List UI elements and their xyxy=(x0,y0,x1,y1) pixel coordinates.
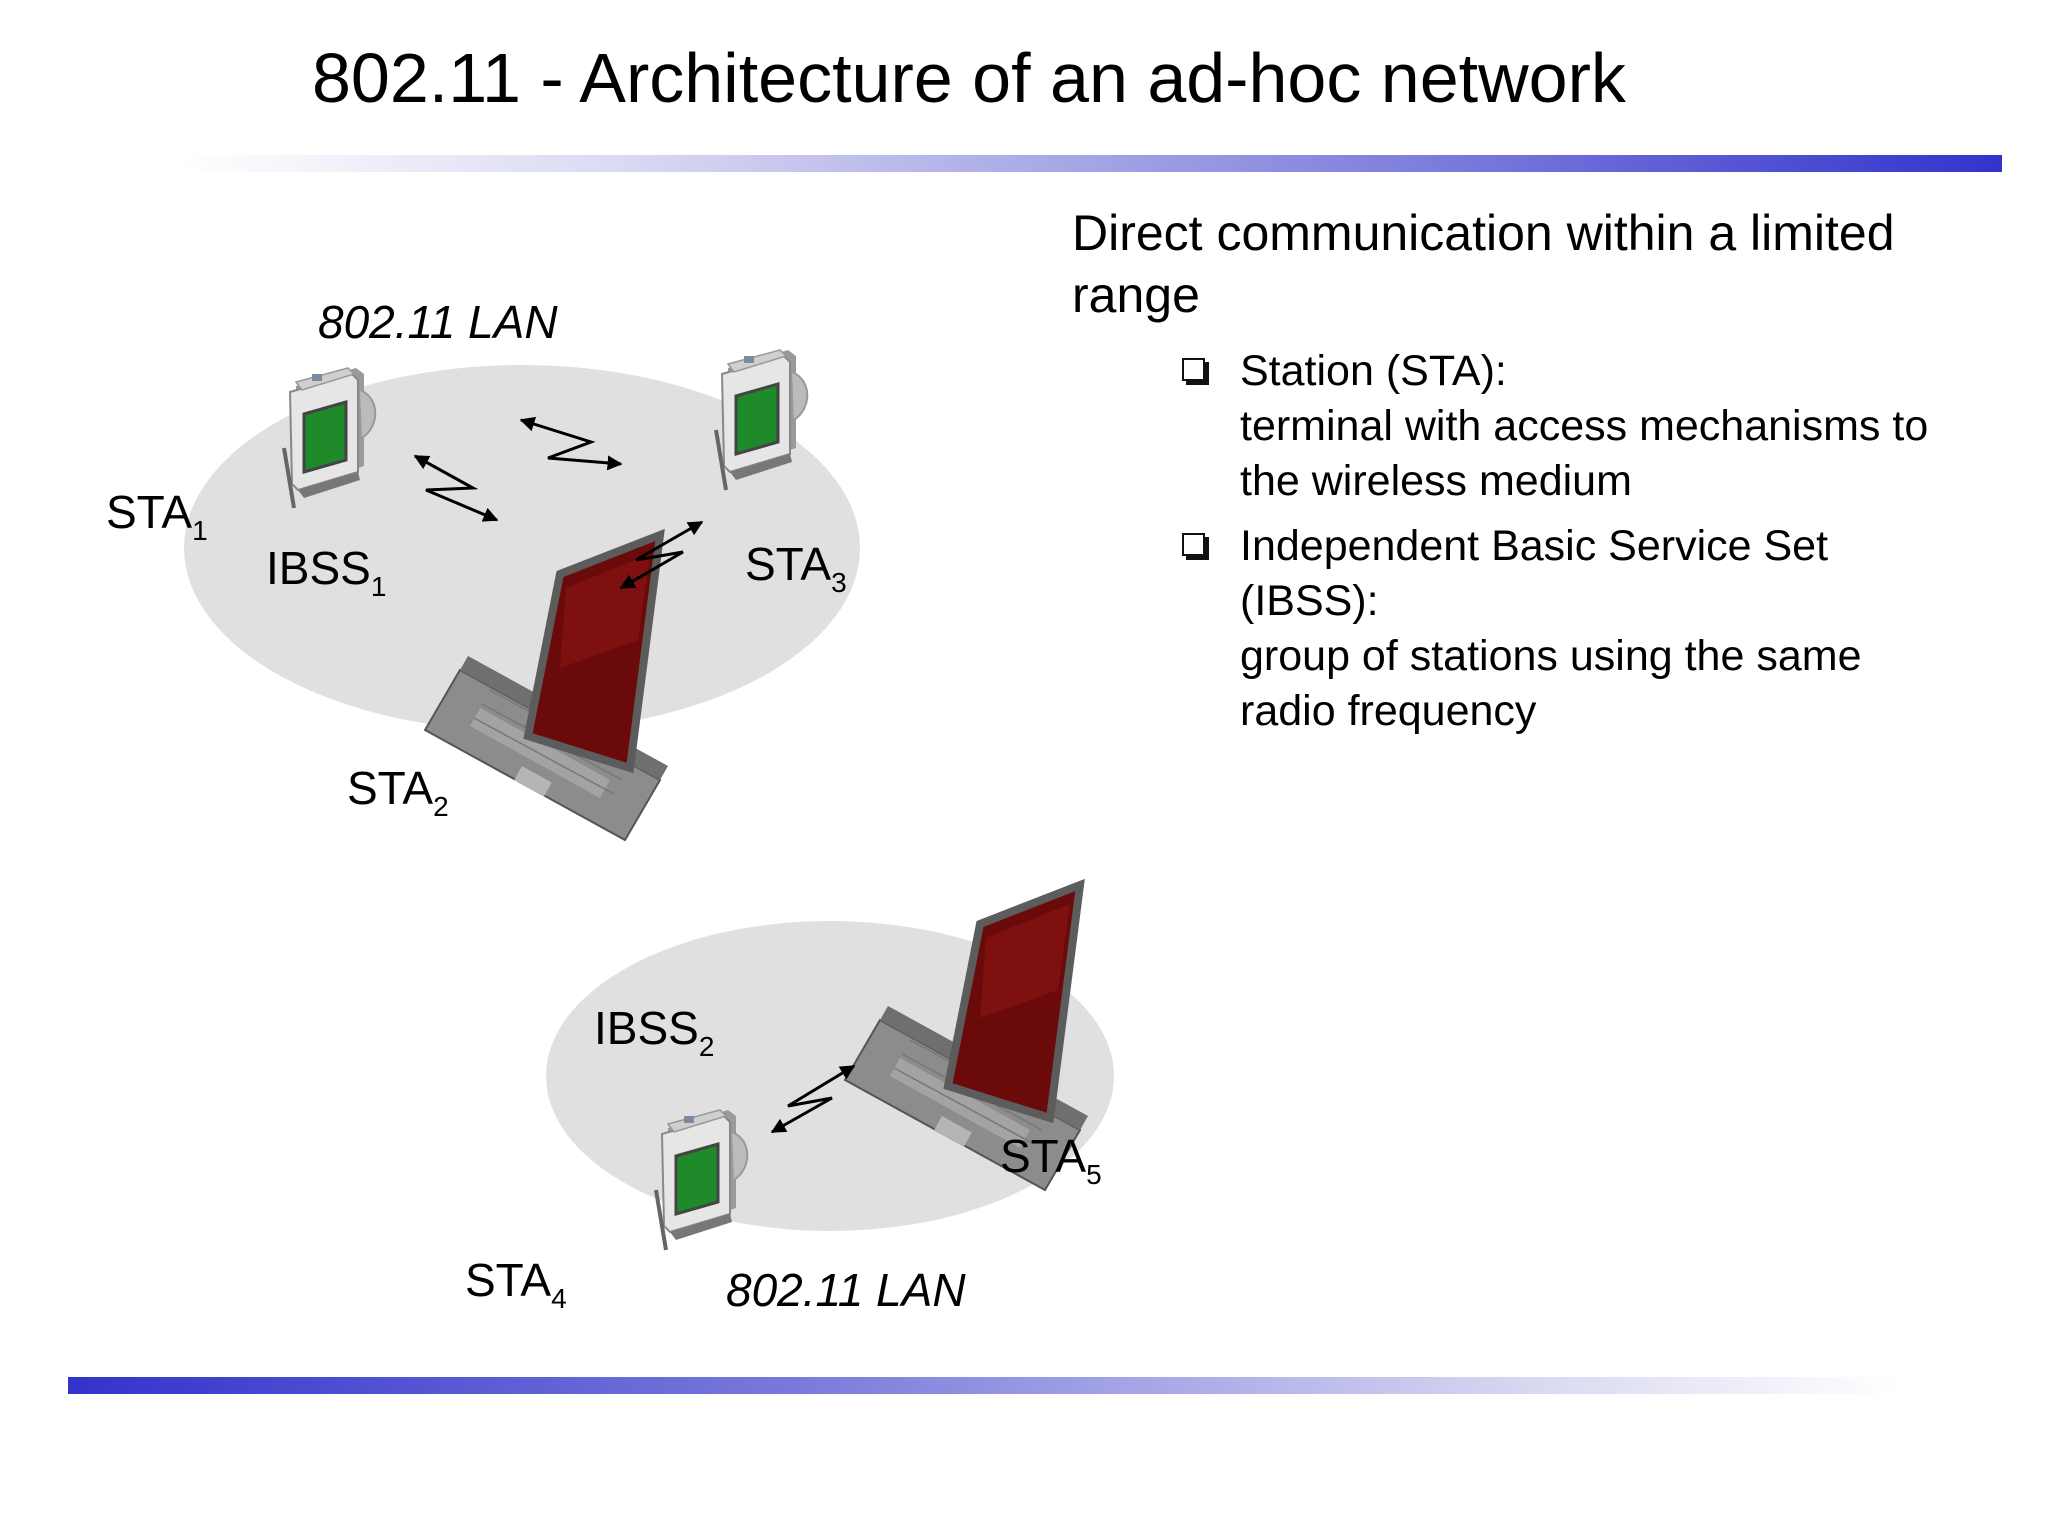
square-bullet-icon xyxy=(1182,358,1205,381)
sta4-label: STA4 xyxy=(465,1254,567,1314)
bullet-line: (IBSS): xyxy=(1240,577,1379,625)
main-point: Direct communication within a limited ra… xyxy=(1072,205,1895,323)
wireless-link-icon xyxy=(519,416,623,471)
bullet-line: group of stations using the same xyxy=(1240,632,1862,680)
bullet-line: the wireless medium xyxy=(1240,457,1632,505)
ibss1-cell: 802.11 LAN STA1 IBSS1 STA3 STA2 xyxy=(106,296,860,840)
wireless-link-icon xyxy=(770,1064,856,1134)
ibss2-cell: IBSS2 STA5 STA4 802.11 LAN xyxy=(465,885,1114,1316)
title-underline-bar xyxy=(180,155,2002,172)
pda-sta4-icon xyxy=(654,1108,750,1252)
footer-bar xyxy=(68,1377,1898,1394)
ibss2-label: IBSS2 xyxy=(594,1002,714,1062)
wireless-link-icon xyxy=(413,454,499,522)
sta1-label: STA1 xyxy=(106,486,208,546)
square-bullet-icon xyxy=(1182,533,1205,556)
slide-title: 802.11 - Architecture of an ad-hoc netwo… xyxy=(312,39,1626,117)
bullet-ibss: Independent Basic Service Set (IBSS): gr… xyxy=(1182,519,2012,739)
ibss1-label: IBSS1 xyxy=(266,542,386,602)
bullet-station: Station (STA): terminal with access mech… xyxy=(1182,344,2012,509)
bullet-list: Station (STA): terminal with access mech… xyxy=(1072,344,2012,739)
sta5-label: STA5 xyxy=(1000,1130,1102,1190)
sta3-label: STA3 xyxy=(745,538,847,598)
text-panel: Direct communication within a limited ra… xyxy=(1072,202,2012,749)
bullet-line: terminal with access mechanisms to xyxy=(1240,402,1929,450)
lan-label-top: 802.11 LAN xyxy=(318,296,558,348)
bullet-line: Station (STA): xyxy=(1240,347,1507,395)
lan-label-bottom: 802.11 LAN xyxy=(726,1264,966,1316)
sta2-label: STA2 xyxy=(347,762,449,822)
bullet-line: radio frequency xyxy=(1240,687,1537,735)
bullet-line: Independent Basic Service Set xyxy=(1240,522,1829,570)
wireless-link-icon xyxy=(619,520,704,590)
